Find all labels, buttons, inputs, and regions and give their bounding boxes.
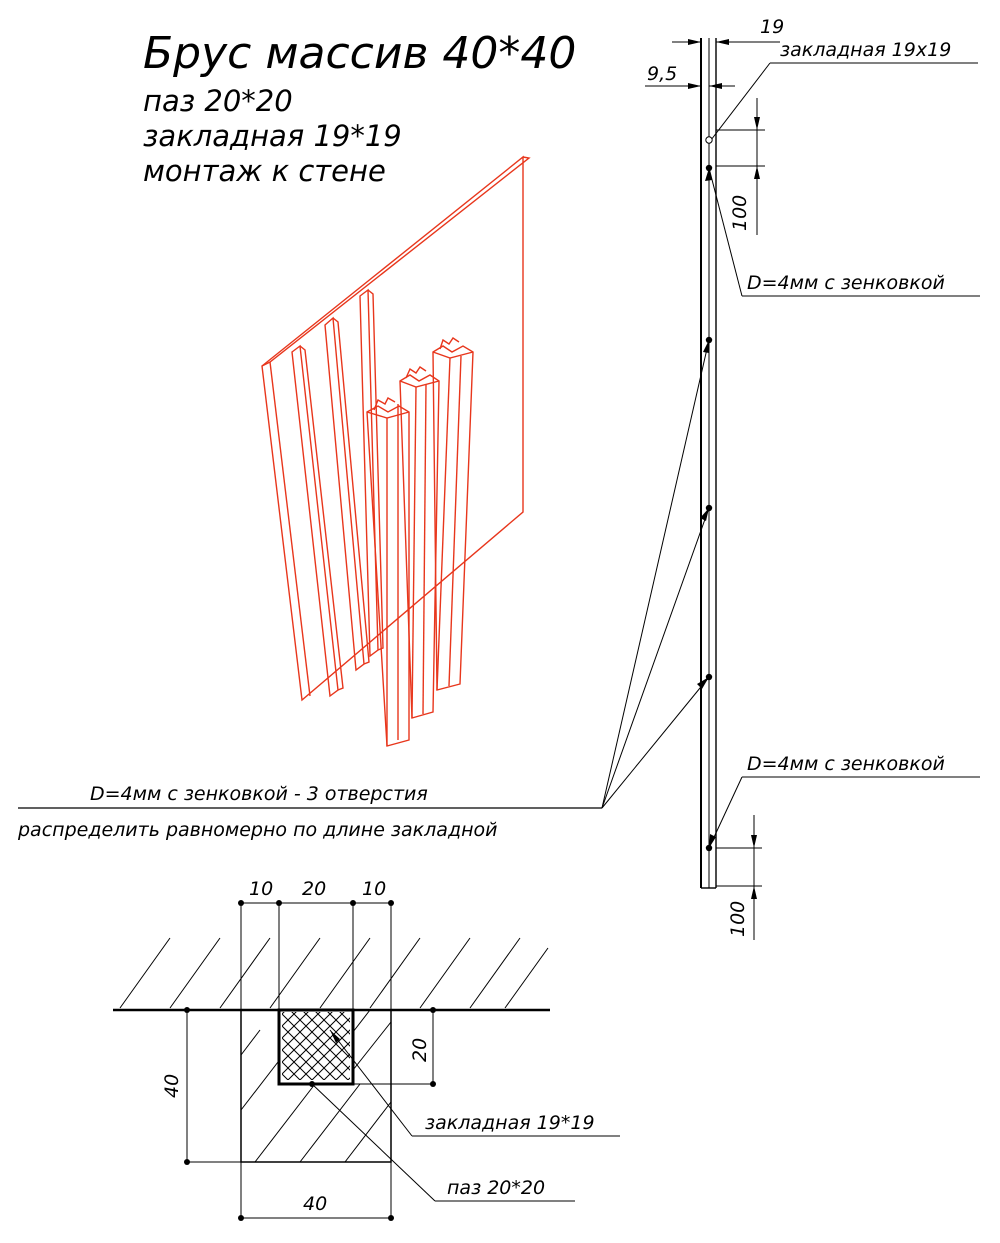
dim-20-depth-label: 20 [409, 1038, 431, 1062]
beam-with-groove [432, 337, 474, 691]
hole-note: D=4мм с зенковкой - 3 отверстия распреде… [17, 339, 710, 841]
isometric-view [261, 155, 531, 747]
hole-top-leader: D=4мм с зенковкой [705, 167, 980, 297]
insert-section-leader: закладная 19*19 [329, 1029, 620, 1137]
insert-strip [291, 344, 344, 698]
title-groove-note: паз 20*20 [143, 84, 293, 118]
drawing-title: Брус массив 40*40 [143, 28, 576, 79]
beam-with-groove [399, 366, 440, 719]
beam-with-groove [366, 397, 410, 747]
dim-19: 19 [672, 16, 784, 45]
dim-19-label: 19 [760, 16, 784, 38]
insert-leader: закладная 19х19 [710, 39, 978, 141]
dim-40-height-label: 40 [161, 1074, 183, 1098]
dim-40-width: 40 [238, 1193, 394, 1221]
wall-panel-side-edge [269, 361, 311, 697]
dim-40-width-label: 40 [303, 1193, 327, 1215]
dim-bottom-100: 100 [716, 815, 762, 940]
title-insert-note: закладная 19*19 [143, 119, 402, 153]
wall-panel [261, 155, 524, 702]
hole [705, 136, 713, 144]
hole-note-line1: D=4мм с зенковкой - 3 отверстия [90, 783, 428, 805]
section-view: 10 20 10 40 20 40 [113, 878, 620, 1221]
dim-bottom-100-label: 100 [727, 901, 749, 937]
hole-bottom-label: D=4мм с зенковкой [747, 753, 945, 775]
title-block: Брус массив 40*40 паз 20*20 закладная 19… [143, 28, 576, 188]
insert-strip [324, 316, 370, 672]
dim-40-height: 40 [161, 1007, 241, 1165]
wall-panel-top-edge [261, 156, 531, 367]
dim-top-100-label: 100 [729, 195, 751, 231]
dim-20-depth: 20 [353, 1007, 436, 1087]
hole-note-line2: распределить равномерно по длине закладн… [17, 819, 497, 841]
groove-section-leader: паз 20*20 [309, 1081, 575, 1202]
dim-9-5-label: 9,5 [647, 63, 677, 85]
dim-9-5: 9,5 [645, 63, 735, 89]
insert-section-label: закладная 19*19 [425, 1112, 595, 1134]
hole-top-label: D=4мм с зенковкой [747, 272, 945, 294]
wall-hatch [113, 937, 550, 1012]
hole-bottom-leader: D=4мм с зенковкой [708, 753, 980, 849]
dim-10-left-label: 10 [249, 878, 273, 900]
insert-label: закладная 19х19 [780, 39, 951, 61]
beam-hatch [240, 1009, 392, 1163]
dim-10-right-label: 10 [362, 878, 386, 900]
dim-20-label: 20 [302, 878, 326, 900]
title-mounting-note: монтаж к стене [143, 154, 386, 188]
side-view: 19 9,5 закладная 19х19 100 [645, 16, 980, 940]
insert-section [282, 1012, 350, 1080]
dim-top-100: 100 [716, 98, 765, 235]
groove-section-label: паз 20*20 [447, 1177, 545, 1199]
